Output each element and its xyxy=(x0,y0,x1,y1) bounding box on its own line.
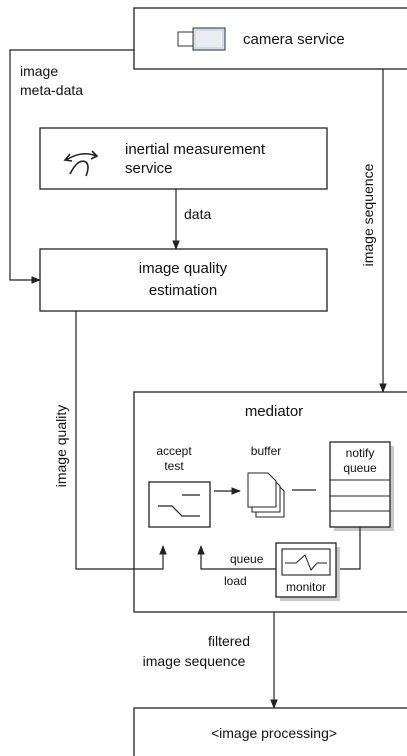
queue-load-edge xyxy=(197,545,276,570)
waveform-icon xyxy=(285,554,327,571)
mediator-node: mediator accept test buffer notify xyxy=(133,391,407,613)
camera-icon xyxy=(177,27,226,51)
quality-estimation-label-line1: image quality xyxy=(139,260,228,277)
filtered-label-line2: image sequence xyxy=(143,653,246,669)
quality-estimation-label-line2: estimation xyxy=(149,282,217,299)
rotation-arrows-icon xyxy=(63,150,99,177)
step-function-icon xyxy=(158,505,200,517)
accept-test-label-line2: test xyxy=(164,459,184,473)
meta-data-label-line1: image xyxy=(20,63,58,79)
buffer-label: buffer xyxy=(251,444,281,458)
inertial-service-node: inertial measurement service xyxy=(39,127,328,190)
accept-test-component xyxy=(148,481,211,528)
queue-label: queue xyxy=(230,552,264,566)
load-label: load xyxy=(224,574,247,588)
meta-data-edge xyxy=(9,49,134,284)
quality-estimation-node: image quality estimation xyxy=(39,248,328,312)
camera-service-node: camera service xyxy=(133,7,407,70)
mediator-label: mediator xyxy=(245,403,303,420)
inertial-service-label-line2: service xyxy=(125,160,173,177)
camera-service-label: camera service xyxy=(243,31,345,48)
filtered-label-line1: filtered xyxy=(208,633,250,649)
buffer-stack-icon xyxy=(247,472,285,518)
image-sequence-label: image sequence xyxy=(360,163,376,266)
image-quality-edge xyxy=(75,311,167,570)
meta-data-label-line2: meta-data xyxy=(20,82,83,98)
image-processing-node: <image processing> xyxy=(133,707,407,756)
queue-to-monitor-edge xyxy=(340,527,361,570)
notify-queue-label-line2: queue xyxy=(343,461,377,475)
monitor-label: monitor xyxy=(286,580,326,594)
notify-queue-component: notify queue xyxy=(329,441,394,531)
inertial-service-label-line1: inertial measurement xyxy=(125,141,266,158)
notify-queue-label-line1: notify xyxy=(346,446,375,460)
monitor-component: monitor xyxy=(275,542,340,601)
image-processing-label: <image processing> xyxy=(211,725,337,741)
accept-test-label-line1: accept xyxy=(156,444,192,458)
data-label: data xyxy=(184,206,211,222)
image-quality-label: image quality xyxy=(53,405,69,488)
